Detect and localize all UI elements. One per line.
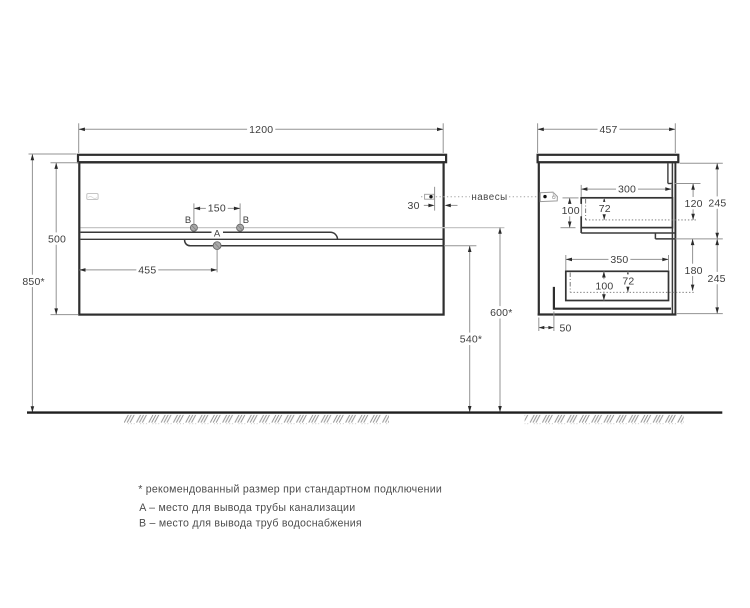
svg-text:B: B xyxy=(243,215,250,226)
svg-text:B – место для вывода труб водо: B – место для вывода труб водоснабжения xyxy=(139,517,362,529)
svg-text:72: 72 xyxy=(599,203,611,215)
svg-text:245: 245 xyxy=(708,273,726,285)
svg-text:50: 50 xyxy=(560,323,572,335)
svg-text:120: 120 xyxy=(685,198,703,210)
svg-text:* рекомендованный размер при с: * рекомендованный размер при стандартном… xyxy=(138,484,442,496)
svg-text:B: B xyxy=(185,215,192,226)
svg-text:150: 150 xyxy=(208,202,226,214)
svg-text:600*: 600* xyxy=(490,307,512,319)
svg-text:180: 180 xyxy=(685,265,703,277)
svg-text:500: 500 xyxy=(48,234,66,246)
svg-text:72: 72 xyxy=(622,275,634,287)
svg-text:245: 245 xyxy=(708,198,726,210)
svg-text:350: 350 xyxy=(610,254,628,266)
svg-text:A – место для вывода трубы кан: A – место для вывода трубы канализации xyxy=(139,502,355,514)
svg-text:300: 300 xyxy=(618,184,636,196)
svg-text:540*: 540* xyxy=(460,334,482,346)
svg-text:100: 100 xyxy=(595,280,613,292)
svg-text:1200: 1200 xyxy=(249,124,273,136)
svg-text:850*: 850* xyxy=(22,276,44,288)
svg-text:30: 30 xyxy=(408,200,420,212)
svg-text:навесы: навесы xyxy=(471,192,507,203)
svg-text:A: A xyxy=(214,228,221,239)
svg-text:455: 455 xyxy=(138,265,156,277)
svg-text:100: 100 xyxy=(562,205,580,217)
svg-text:457: 457 xyxy=(599,124,617,136)
